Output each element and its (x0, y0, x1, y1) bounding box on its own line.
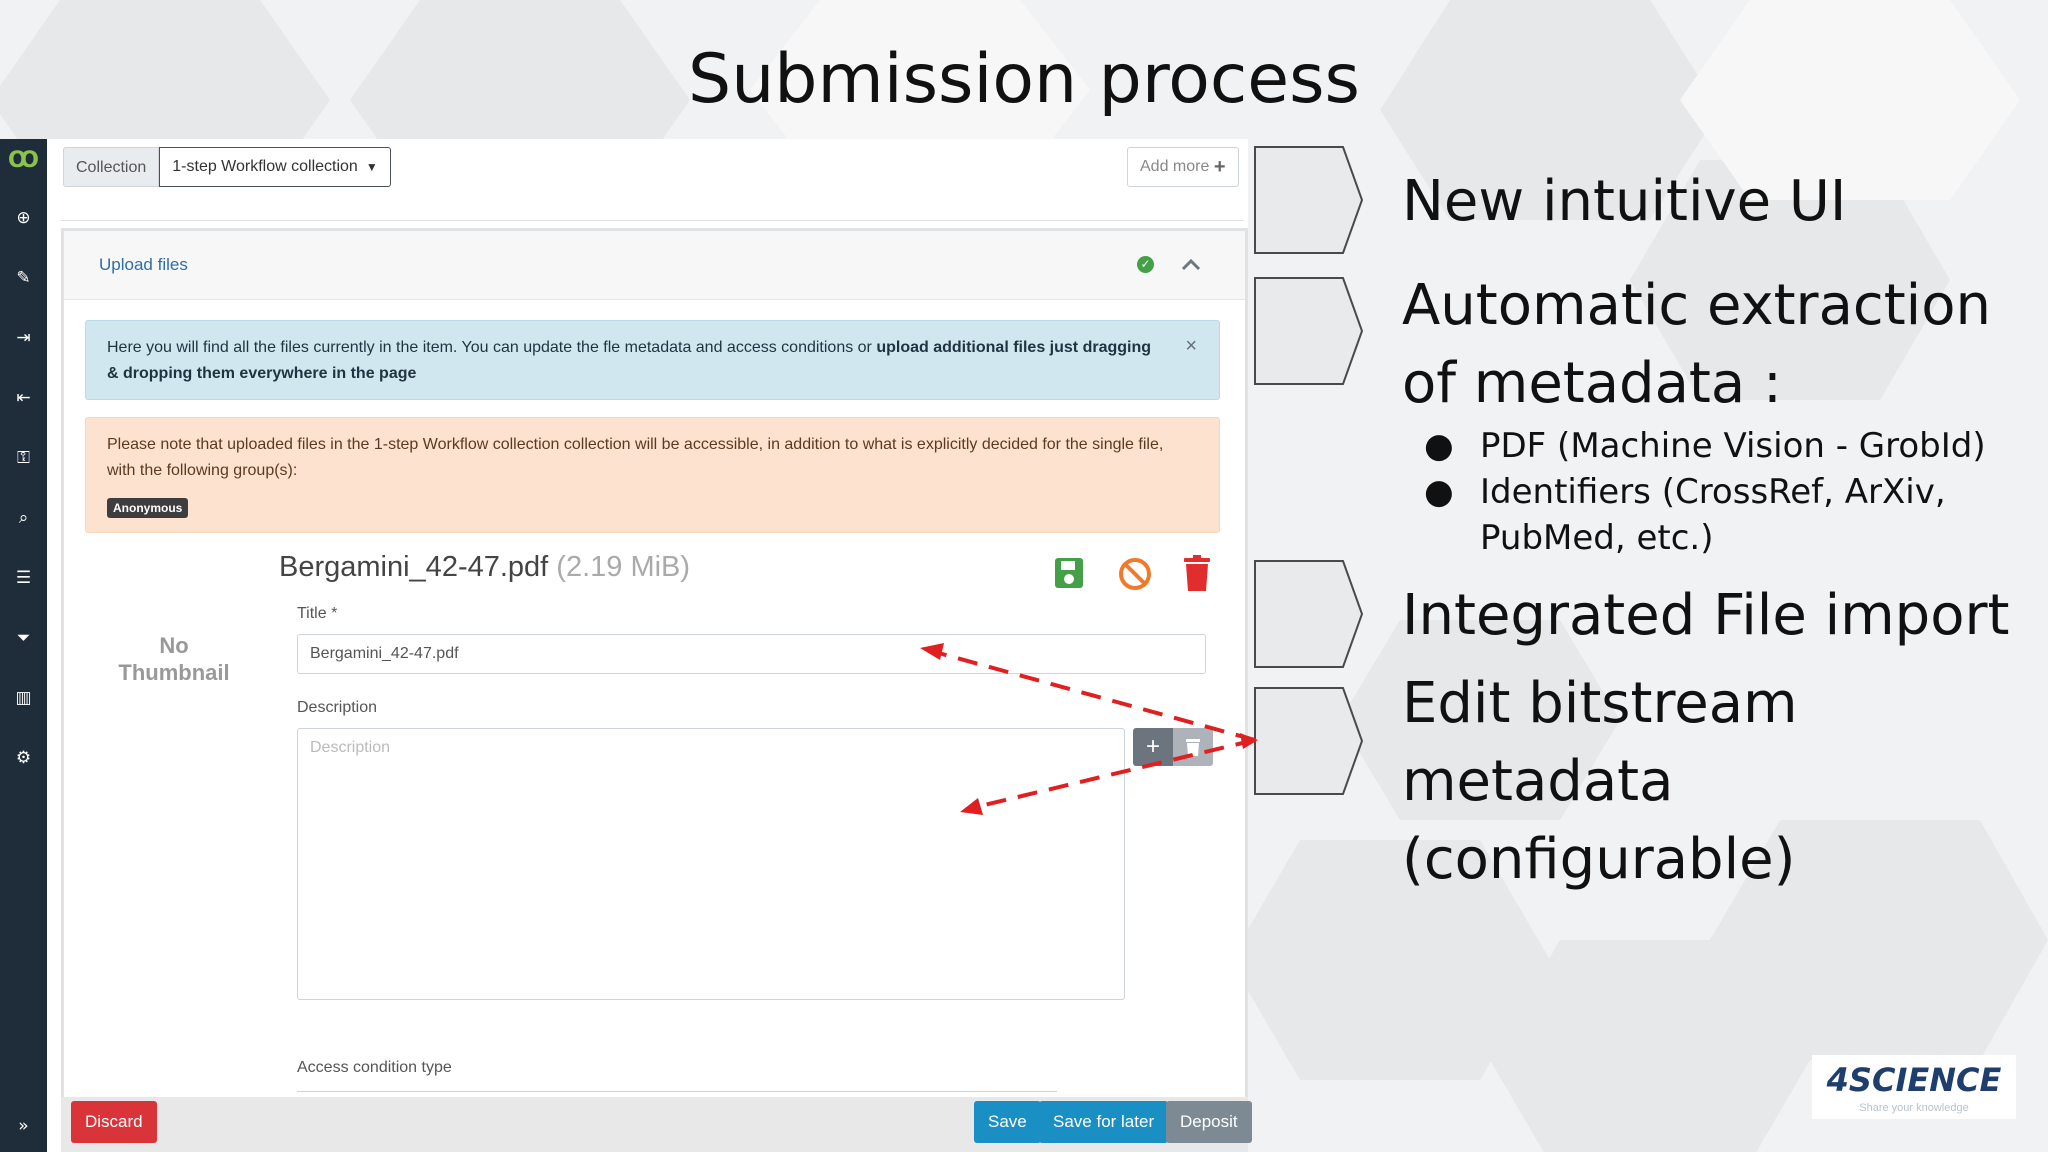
panel-header[interactable]: Upload files ✓ (64, 231, 1245, 300)
filter-icon[interactable]: ⏷ (16, 628, 31, 648)
cogs-icon[interactable]: ⚙ (15, 748, 32, 768)
ban-icon[interactable] (1117, 556, 1153, 592)
logo-tagline: Share your knowledge (1859, 1102, 1969, 1114)
add-more-label: Add more (1140, 158, 1210, 176)
sign-in-icon[interactable]: ⇥ (16, 328, 31, 348)
search-icon[interactable]: ⌕ (18, 508, 29, 528)
collection-group: Collection 1-step Workflow collection ▼ (63, 147, 391, 187)
feature-file-import: Integrated File import (1402, 583, 2010, 648)
collection-label: Collection (63, 147, 160, 187)
action-bar: Discard Save Save for later Deposit (61, 1097, 1252, 1152)
key-icon[interactable]: ⚿ (17, 448, 30, 468)
file-size: (2.19 MiB) (556, 551, 691, 583)
no-thumbnail: No Thumbnail (118, 633, 230, 685)
save-icon[interactable] (1054, 556, 1084, 590)
bullet-text: PDF (Machine Vision - GrobId) (1480, 426, 1986, 466)
feature-auto-extraction-line1: Automatic extraction (1402, 273, 1991, 338)
feature-edit-bitstream-line1: Edit bitstream (1402, 671, 1798, 736)
add-more-button[interactable]: Add more + (1127, 147, 1239, 187)
access-condition-label: Access condition type (297, 1059, 452, 1076)
bullet-item: ● Identifiers (CrossRef, ArXiv, (1420, 469, 1986, 515)
logo-name: 4SCIENCE (1826, 1061, 2002, 1099)
feature-auto-extraction-line2: of metadata : (1402, 351, 1782, 416)
check-circle-icon: ✓ (1137, 256, 1154, 273)
bullet-item: ● PDF (Machine Vision - GrobId) (1420, 423, 1986, 469)
collection-select[interactable]: 1-step Workflow collection ▼ (159, 147, 391, 187)
trash-icon[interactable] (1182, 554, 1212, 592)
warning-alert: Please note that uploaded files in the 1… (85, 417, 1220, 533)
upload-files-panel: Upload files ✓ Here you will find all th… (61, 228, 1248, 1111)
panel-title: Upload files (99, 255, 188, 274)
close-icon[interactable]: × (1185, 335, 1197, 357)
slide-title: Submission process (688, 40, 1360, 119)
add-value-button[interactable]: + (1133, 728, 1173, 766)
discard-button[interactable]: Discard (71, 1101, 157, 1143)
caret-down-icon: ▼ (365, 160, 378, 174)
bullet-text: PubMed, etc.) (1480, 518, 1714, 558)
chevron-up-icon[interactable] (1179, 253, 1203, 277)
save-for-later-button[interactable]: Save for later (1039, 1101, 1169, 1143)
deposit-button[interactable]: Deposit (1166, 1101, 1252, 1143)
bullet-list: ● PDF (Machine Vision - GrobId) ● Identifi… (1420, 423, 1986, 561)
info-alert: Here you will find all the files current… (85, 320, 1220, 400)
info-alert-text: Here you will find all the files current… (107, 339, 877, 356)
feature-edit-bitstream-line2: metadata (configurable) (1402, 749, 1796, 892)
title-label: Title * (297, 605, 338, 622)
warning-alert-text: Please note that uploaded files in the 1… (107, 436, 1164, 479)
divider (61, 220, 1244, 221)
description-textarea[interactable]: Description (297, 728, 1125, 1000)
plus-circle-icon[interactable]: ⊕ (16, 208, 31, 228)
plus-icon: + (1213, 156, 1226, 178)
sign-out-icon[interactable]: ⇤ (16, 388, 31, 408)
bullet-dot-icon: ● (1424, 472, 1454, 512)
pencil-icon[interactable]: ✎ (16, 268, 31, 288)
description-label: Description (297, 699, 378, 716)
info-alert-bold-text: upload additional files just dragging & … (107, 339, 1151, 382)
feature-new-ui: New intuitive UI (1402, 169, 1847, 234)
bullet-text: Identifiers (CrossRef, ArXiv, (1480, 472, 1946, 512)
save-button[interactable]: Save (974, 1101, 1041, 1143)
company-logo: 4SCIENCE Share your knowledge (1812, 1055, 2016, 1119)
bullet-dot-icon: ● (1424, 426, 1454, 466)
submission-app-screenshot: Ꝏ ⊕ ✎ ⇥ ⇤ ⚿ ⌕ ☰ ⏷ ▥ ⚙ » Collection 1-ste… (0, 139, 1252, 1152)
collection-select-value: 1-step Workflow collection (172, 158, 358, 176)
double-chevron-right-icon[interactable]: » (18, 1116, 29, 1136)
file-name: Bergamini_42-47.pdf (2.19 MiB) (279, 551, 690, 584)
bar-chart-icon[interactable]: ▥ (15, 688, 32, 708)
trash-icon (1186, 739, 1200, 756)
group-badge: Anonymous (107, 498, 189, 518)
title-input[interactable]: Bergamini_42-47.pdf (297, 634, 1206, 674)
access-condition-select[interactable] (297, 1091, 1057, 1111)
logo-icon[interactable]: Ꝏ (8, 148, 39, 173)
file-name-text: Bergamini_42-47.pdf (279, 551, 549, 583)
bullet-item-continued: PubMed, etc.) (1420, 515, 1986, 561)
main-content: Collection 1-step Workflow collection ▼ A… (47, 139, 1252, 1152)
sidebar: Ꝏ ⊕ ✎ ⇥ ⇤ ⚿ ⌕ ☰ ⏷ ▥ ⚙ » (0, 139, 47, 1152)
list-icon[interactable]: ☰ (15, 568, 32, 588)
remove-value-button[interactable] (1173, 728, 1213, 766)
